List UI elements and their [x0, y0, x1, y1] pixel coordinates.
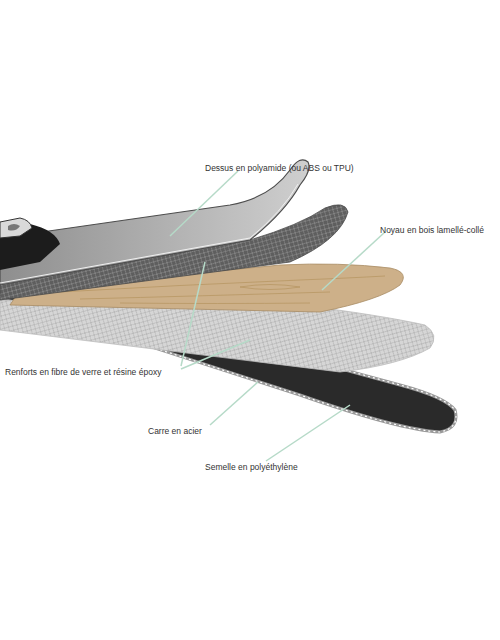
- part-label: Dessus en polyamide (ou ABS ou TPU): [205, 163, 354, 173]
- top-sheet: [0, 160, 309, 285]
- leader-lines: [170, 171, 385, 461]
- part-label: Carre en acier: [148, 426, 202, 436]
- part-label: Renforts en fibre de verre et résine épo…: [5, 367, 161, 377]
- label-holder: Renforts en fibre de verre et résine épo…: [5, 361, 161, 379]
- label-holder: Carre en acier: [148, 420, 202, 438]
- label-holder: Noyau en bois lamellé-collé: [380, 219, 484, 237]
- top-sheet-edge: [0, 184, 298, 283]
- label-holder: Dessus en polyamide (ou ABS ou TPU): [205, 157, 354, 175]
- label-holder: Semelle en polyéthylène: [205, 456, 298, 474]
- part-label: Semelle en polyéthylène: [205, 462, 298, 472]
- fibre-layer-light: [0, 300, 434, 372]
- binding: [0, 218, 60, 270]
- part-label: Noyau en bois lamellé-collé: [380, 225, 484, 235]
